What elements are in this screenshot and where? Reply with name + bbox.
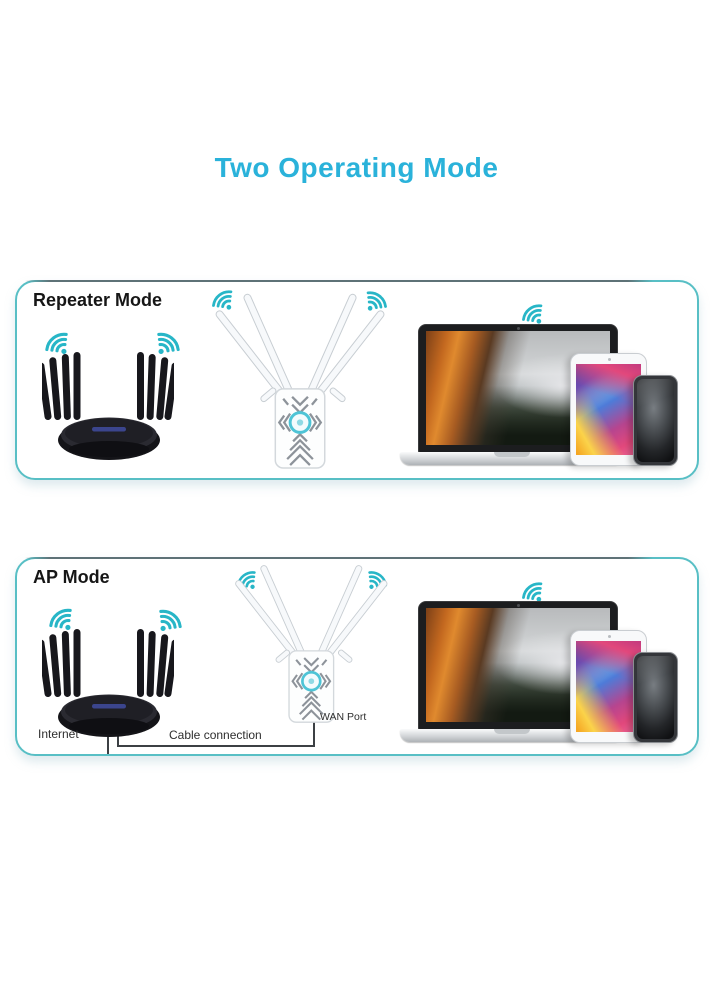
wifi-signal-icon [153,606,184,637]
phone-illustration [633,652,678,743]
router-illustration [42,625,174,739]
wifi-signal-icon [520,301,548,329]
cable-branch-line [117,731,119,747]
laptop-camera-dot [517,604,520,607]
tablet-wallpaper [576,641,641,732]
wifi-signal-icon [151,329,182,360]
internet-cable-line [107,731,109,754]
wifi-signal-icon [210,287,238,315]
tablet-camera-dot [607,358,611,361]
ap-mode-panel: AP Mode [15,557,699,756]
range-extender-illustration [213,287,393,470]
repeater-mode-title: Repeater Mode [33,290,163,310]
phone-wallpaper [637,379,674,462]
router-logo [92,704,126,709]
wan-cable-line [313,722,315,747]
ap-mode-title: AP Mode [33,567,110,587]
tablet-camera-dot [607,635,611,638]
phone-illustration [633,375,678,466]
wifi-signal-icon [361,288,389,316]
wan-port-label: WAN Port [320,711,367,723]
laptop-camera-dot [517,327,520,330]
tablet-wallpaper [576,364,641,455]
range-extender-illustration [233,559,395,724]
router-illustration [42,348,174,462]
router-logo [92,427,126,432]
wifi-signal-icon [47,605,78,636]
phone-wallpaper [637,656,674,739]
laptop-base [400,452,624,465]
laptop-base [400,729,624,742]
cable-connection-line [117,745,315,747]
wifi-signal-icon [520,579,548,607]
internet-label: Internet [38,727,79,741]
repeater-mode-panel: Repeater Mode [15,280,699,480]
page-title: Two Operating Mode [214,152,499,183]
wifi-signal-icon [43,329,74,360]
cable-connection-label: Cable connection [169,728,262,742]
